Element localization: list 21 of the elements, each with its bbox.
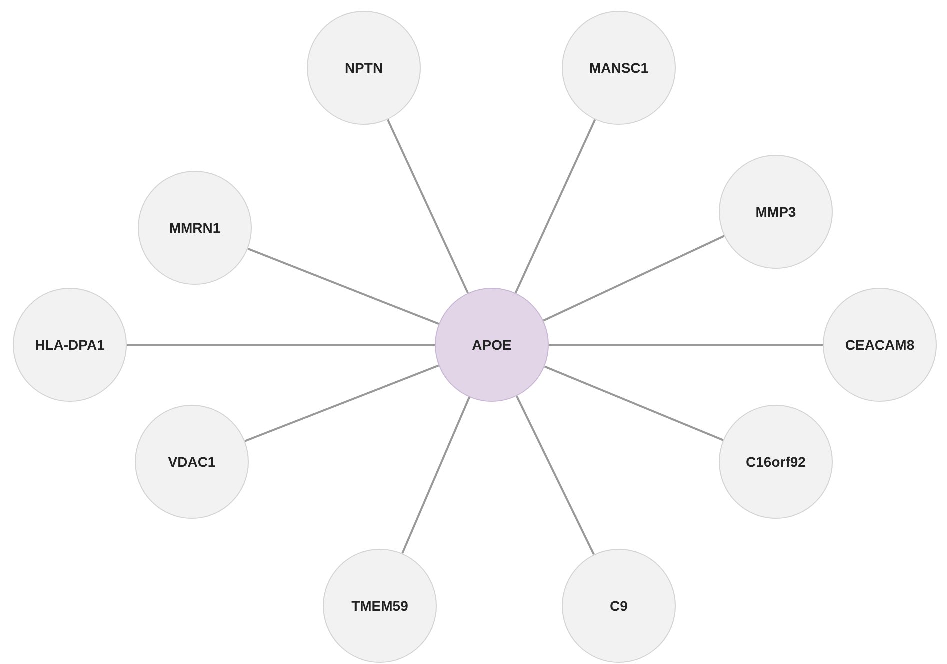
gene-label: HLA-DPA1 xyxy=(35,337,105,353)
connector-line xyxy=(549,344,823,346)
connector-line xyxy=(514,119,596,294)
connector-line xyxy=(516,396,595,556)
connector-line xyxy=(402,396,470,554)
gene-label: APOE xyxy=(472,337,512,353)
connector-line xyxy=(387,119,469,294)
gene-label: MMRN1 xyxy=(169,220,221,236)
gene-label: C16orf92 xyxy=(746,454,806,470)
gene-label: TMEM59 xyxy=(352,598,408,614)
connector-line xyxy=(544,366,724,442)
gene-label: CEACAM8 xyxy=(845,337,915,353)
gene-label: VDAC1 xyxy=(168,454,216,470)
gene-label: NPTN xyxy=(344,60,384,76)
connector-line xyxy=(248,248,440,326)
gene-label: MANSC1 xyxy=(589,60,649,76)
connector-line xyxy=(543,235,725,322)
gene-label: MMP3 xyxy=(756,204,796,220)
connector-line xyxy=(127,344,435,346)
gene-label: C9 xyxy=(610,598,628,614)
connector-line xyxy=(244,364,440,442)
